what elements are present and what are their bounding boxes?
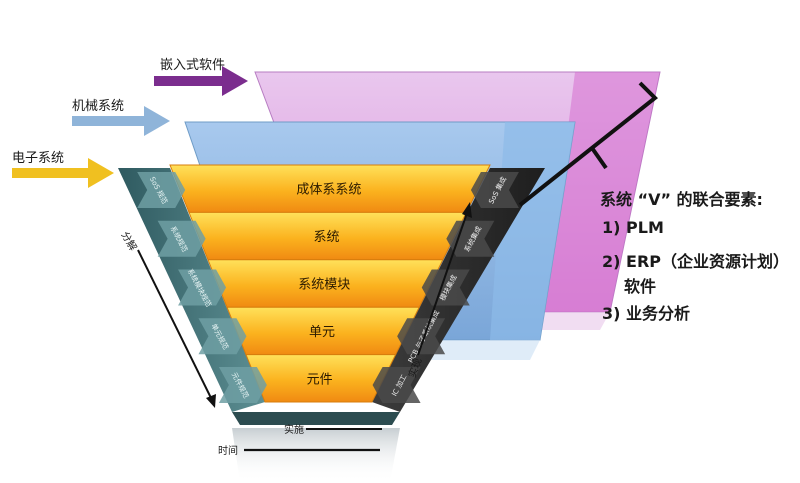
time-label: 时间 <box>218 446 238 457</box>
step-chevron <box>218 367 267 403</box>
step-chevron <box>470 172 519 208</box>
mechanical-arrow <box>72 106 170 136</box>
legend-item-software: 软件 <box>624 277 657 296</box>
step-chevron <box>137 172 186 208</box>
implement-label: 实施 <box>284 425 304 436</box>
floor-reflection <box>232 428 400 482</box>
step-chevron <box>421 269 470 306</box>
electronic-label: 电子系统 <box>12 151 65 166</box>
step-chevron <box>446 220 495 257</box>
step-chevron <box>157 220 206 257</box>
embedded-label: 嵌入式软件 <box>160 58 226 73</box>
electronic-arrow <box>12 158 114 188</box>
mechanical-label: 机械系统 <box>72 99 125 114</box>
legend-item-business-analysis: 3) 业务分析 <box>602 304 691 323</box>
step-chevron <box>178 269 227 306</box>
step-chevron <box>198 318 247 355</box>
decompose-axis <box>137 249 216 408</box>
embedded-arrow <box>154 66 248 96</box>
layer-label: 系统 <box>314 230 340 245</box>
legend-bracket-stem <box>590 146 608 170</box>
layer-label: 系统模块 <box>298 278 350 293</box>
legend-title: 系统 “V” 的联合要素: <box>600 190 763 209</box>
realize-axis <box>417 202 472 356</box>
layer-label: 单元 <box>309 325 335 340</box>
legend-item-erp: 2) ERP（企业资源计划） <box>602 252 789 271</box>
layer-label: 元件 <box>307 372 333 387</box>
step-chevron <box>397 318 446 355</box>
step-chevron <box>372 367 421 403</box>
legend-bracket <box>518 81 659 207</box>
layer-label: 成体系系统 <box>296 183 361 198</box>
legend-item-plm: 1) PLM <box>602 218 664 237</box>
